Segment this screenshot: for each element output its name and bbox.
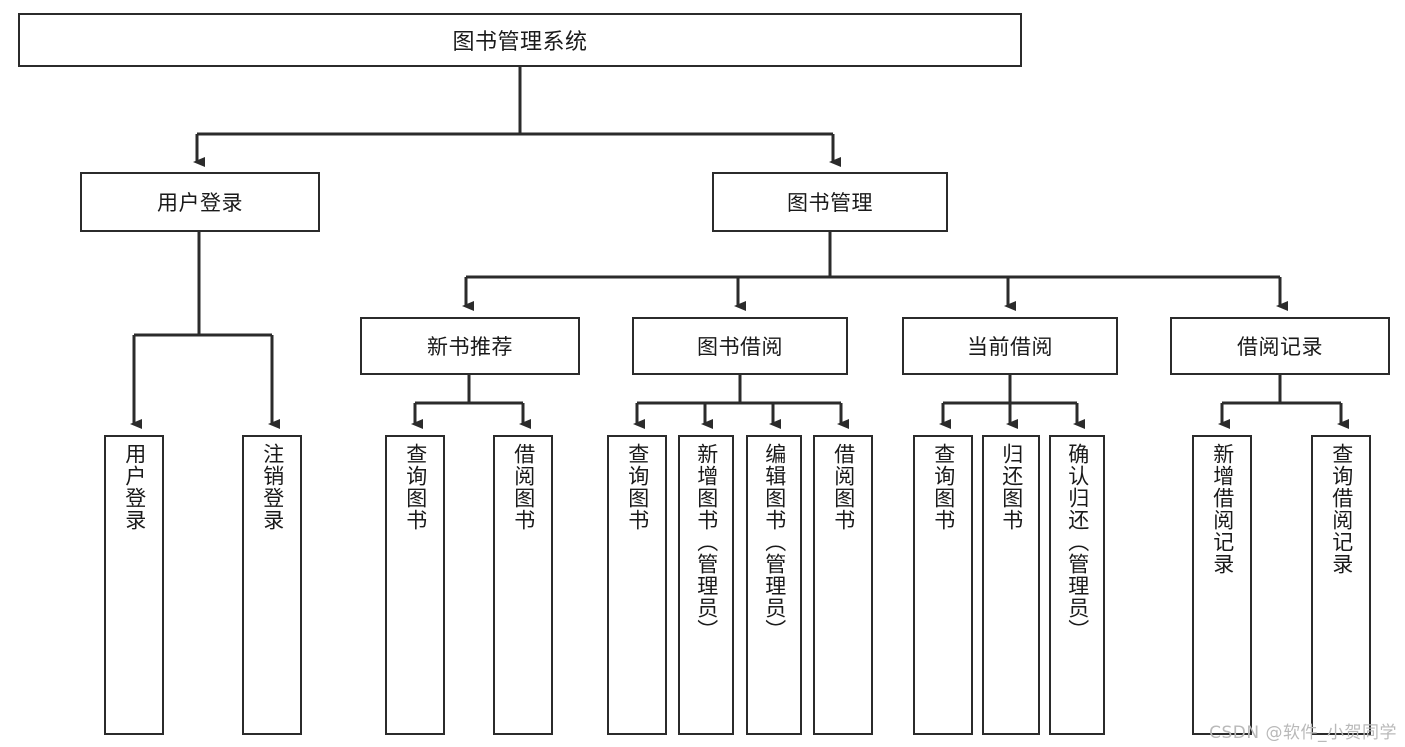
node-root-system[interactable]: 图书管理系统 xyxy=(18,13,1022,67)
node-label: 新书推荐 xyxy=(427,335,513,359)
node-label: 查询图书 xyxy=(931,443,956,531)
node-label: 新增借阅记录 xyxy=(1210,443,1235,575)
node-label: 查询图书 xyxy=(403,443,428,531)
node-label: 图书借阅 xyxy=(697,335,783,359)
node-borrow-record[interactable]: 借阅记录 xyxy=(1170,317,1390,375)
node-label: 借阅图书 xyxy=(831,443,856,531)
node-book-borrow[interactable]: 图书借阅 xyxy=(632,317,848,375)
node-label: 新增图书（管理员） xyxy=(694,443,719,641)
node-label: 编辑图书（管理员） xyxy=(762,443,787,641)
node-label: 确认归还（管理员） xyxy=(1065,443,1090,641)
node-book-manage[interactable]: 图书管理 xyxy=(712,172,948,232)
node-leaf-add-borrow-record[interactable]: 新增借阅记录 xyxy=(1192,435,1252,735)
node-label: 用户登录 xyxy=(122,443,147,531)
node-leaf-return-book[interactable]: 归还图书 xyxy=(982,435,1040,735)
node-leaf-confirm-return-admin[interactable]: 确认归还（管理员） xyxy=(1049,435,1105,735)
node-leaf-logout[interactable]: 注销登录 xyxy=(242,435,302,735)
node-label: 当前借阅 xyxy=(967,335,1053,359)
node-leaf-add-book-admin[interactable]: 新增图书（管理员） xyxy=(678,435,734,735)
node-leaf-query-book-current[interactable]: 查询图书 xyxy=(913,435,973,735)
watermark: CSDN @软件_小贺同学 xyxy=(1209,723,1397,743)
node-leaf-edit-book-admin[interactable]: 编辑图书（管理员） xyxy=(746,435,802,735)
node-user-login[interactable]: 用户登录 xyxy=(80,172,320,232)
node-leaf-query-book-borrow[interactable]: 查询图书 xyxy=(607,435,667,735)
node-label: 借阅记录 xyxy=(1237,335,1323,359)
node-leaf-user-login[interactable]: 用户登录 xyxy=(104,435,164,735)
node-label: 查询借阅记录 xyxy=(1329,443,1354,575)
node-label: 图书管理 xyxy=(787,191,873,215)
node-leaf-borrow-book[interactable]: 借阅图书 xyxy=(813,435,873,735)
node-label: 用户登录 xyxy=(157,191,243,215)
node-label: 借阅图书 xyxy=(511,443,536,531)
node-label: 查询图书 xyxy=(625,443,650,531)
node-label: 图书管理系统 xyxy=(452,30,588,55)
node-leaf-query-book-recommend[interactable]: 查询图书 xyxy=(385,435,445,735)
node-new-book-recommend[interactable]: 新书推荐 xyxy=(360,317,580,375)
node-leaf-borrow-book-recommend[interactable]: 借阅图书 xyxy=(493,435,553,735)
node-current-borrow[interactable]: 当前借阅 xyxy=(902,317,1118,375)
node-label: 归还图书 xyxy=(999,443,1024,531)
node-leaf-query-borrow-record[interactable]: 查询借阅记录 xyxy=(1311,435,1371,735)
node-label: 注销登录 xyxy=(260,443,285,531)
